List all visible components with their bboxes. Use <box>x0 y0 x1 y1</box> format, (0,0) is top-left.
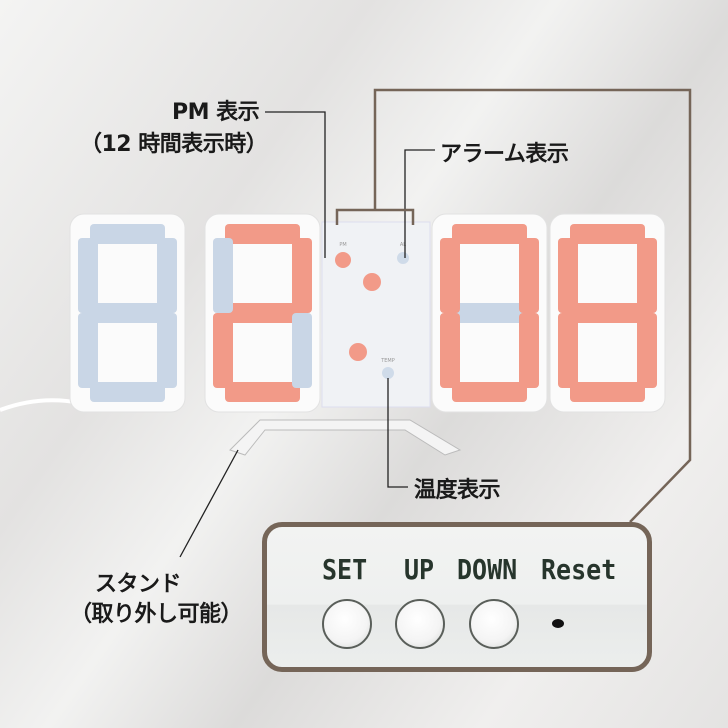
pm-label: PM 表示 <box>172 100 260 125</box>
segment-g <box>225 303 300 323</box>
segment-c <box>157 313 177 388</box>
segment-g <box>452 303 527 323</box>
colon-dot-bottom <box>349 343 367 361</box>
stand <box>229 419 462 456</box>
temp-label: 温度表示 <box>414 478 501 503</box>
segment-f <box>78 238 98 313</box>
segment-d <box>452 382 527 402</box>
reset-button[interactable] <box>552 619 564 628</box>
segment-d <box>570 382 645 402</box>
segment-g <box>570 303 645 323</box>
segment-b <box>637 238 657 313</box>
digit-1 <box>69 213 186 413</box>
segment-f <box>558 238 578 313</box>
segment-a <box>452 224 527 244</box>
segment-e <box>558 313 578 388</box>
segment-b <box>157 238 177 313</box>
segment-f <box>440 238 460 313</box>
up-button[interactable] <box>395 599 445 649</box>
digit-3 <box>431 213 548 413</box>
segment-a <box>570 224 645 244</box>
up-label: UP <box>404 553 435 586</box>
cable <box>0 398 81 412</box>
alarm-indicator-label: AL <box>400 242 406 248</box>
segment-c <box>292 313 312 388</box>
segment-b <box>519 238 539 313</box>
pm-indicator <box>335 252 351 268</box>
digit-4 <box>549 213 666 413</box>
segment-f <box>213 238 233 313</box>
temp-indicator <box>382 367 394 379</box>
segment-c <box>519 313 539 388</box>
stand-label: スタンド <box>95 572 182 597</box>
set-button[interactable] <box>322 599 372 649</box>
inset-bracket <box>335 88 692 523</box>
segment-b <box>292 238 312 313</box>
segment-d <box>90 382 165 402</box>
set-label: SET <box>322 553 368 586</box>
stand-label-note: （取り外し可能） <box>70 602 243 627</box>
segment-a <box>225 224 300 244</box>
segment-e <box>78 313 98 388</box>
segment-e <box>440 313 460 388</box>
alarm-label: アラーム表示 <box>440 142 569 167</box>
pm-indicator-label: PM <box>339 242 346 248</box>
alarm-indicator <box>397 252 409 264</box>
temp-indicator-label: TEMP <box>380 358 395 364</box>
segment-g <box>90 303 165 323</box>
colon-dot-top <box>363 273 381 291</box>
leader-lines <box>179 111 435 558</box>
pm-label-note: （12 時間表示時） <box>80 132 268 157</box>
button-panel-inset: SET UP DOWN Reset <box>262 522 652 672</box>
segment-a <box>90 224 165 244</box>
down-button[interactable] <box>469 599 519 649</box>
reset-label: Reset <box>541 553 617 586</box>
colon-panel: PM AL TEMP <box>321 221 431 408</box>
digit-2 <box>204 213 321 413</box>
segment-e <box>213 313 233 388</box>
segment-c <box>637 313 657 388</box>
down-label: DOWN <box>457 553 518 586</box>
segment-d <box>225 382 300 402</box>
